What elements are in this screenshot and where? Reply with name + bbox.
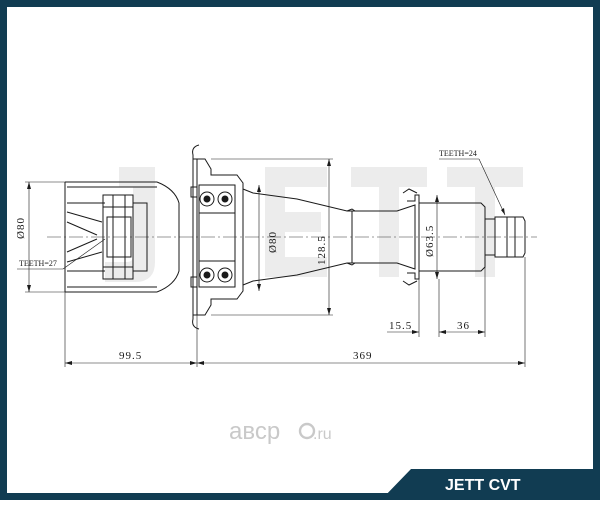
label-overall-length: 369: [353, 350, 373, 362]
label-teeth-inner: TEETH=27: [19, 259, 57, 268]
label-housing-length: 99.5: [119, 350, 142, 362]
label-stub-diameter: Ø63.5: [424, 225, 436, 257]
watermark-at-ring: [298, 422, 316, 440]
label-spline-length: 36: [457, 320, 470, 332]
label-teeth-outer: TEETH=24: [439, 149, 477, 158]
dimension-arrows: [27, 159, 525, 365]
label-bearing-diameter: Ø80: [267, 231, 279, 253]
watermark-site-logo: авср .ru: [229, 418, 332, 445]
shaft: [242, 188, 416, 286]
watermark-jett-letters: [105, 167, 523, 282]
watermark-site-text: авср: [229, 418, 280, 445]
footer-banner-shape: [381, 469, 600, 500]
technical-drawing: авср .ru: [15, 144, 600, 500]
footer-brand-text: JETT CVT: [445, 477, 521, 494]
flange-bearing: [190, 144, 244, 330]
dimension-lines: [17, 158, 526, 367]
label-flange-height: 128.5: [316, 235, 328, 265]
label-spline-offset: 15.5: [389, 320, 412, 332]
stub-axle: [402, 188, 526, 286]
label-housing-diameter: Ø80: [15, 217, 27, 239]
watermark-site-suffix: .ru: [313, 426, 332, 443]
footer-banner: JETT CVT: [381, 469, 600, 500]
cv-housing: [64, 181, 180, 293]
